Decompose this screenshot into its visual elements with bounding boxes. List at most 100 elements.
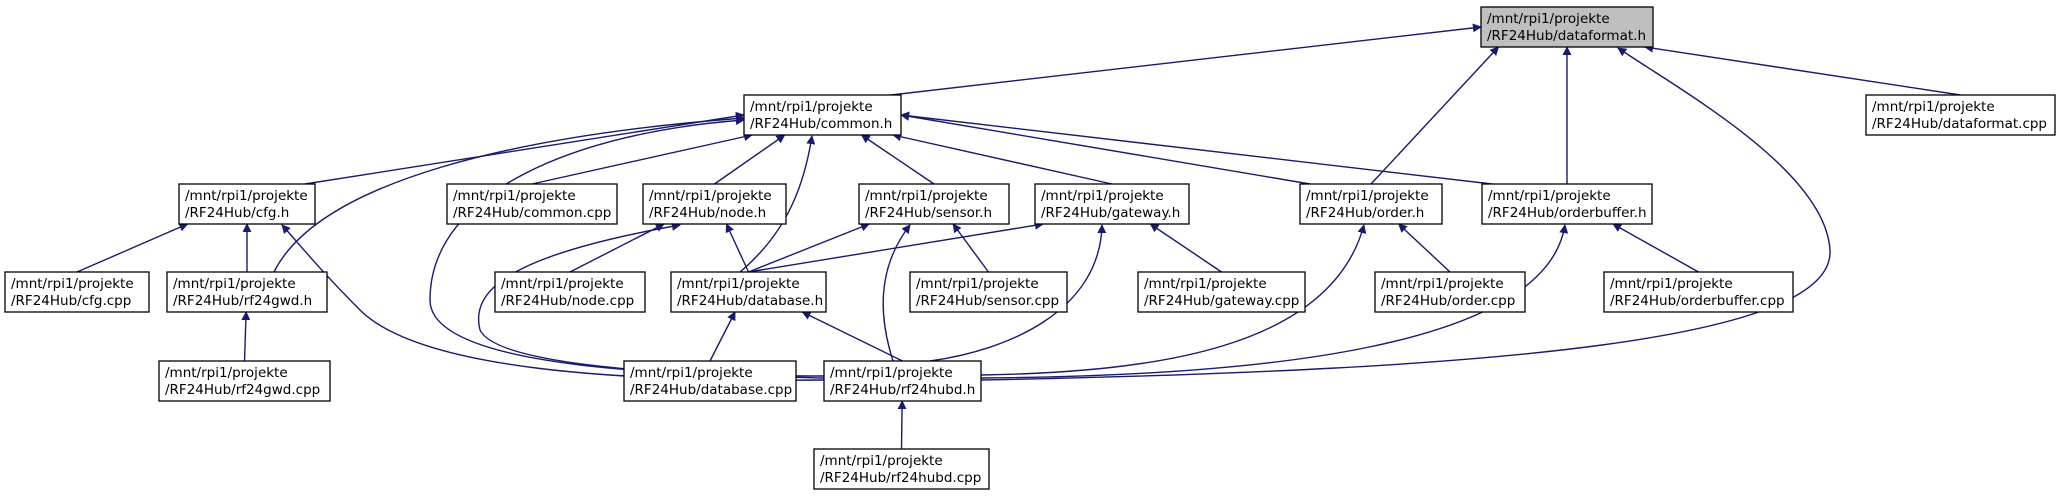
node-dataformat-h[interactable]: /mnt/rpi1/projekte/RF24Hub/dataformat.h [1480,6,1654,48]
node-node-cpp[interactable]: /mnt/rpi1/projekte/RF24Hub/node.cpp [494,271,646,313]
node-rf24gwd-h[interactable]: /mnt/rpi1/projekte/RF24Hub/rf24gwd.h [166,271,328,313]
edge-common-cpp-to-common-h [531,132,753,185]
node-label-line1: /mnt/rpi1/projekte [820,453,943,469]
edge-rf24hubd-h-to-gateway-h [929,224,1107,362]
node-cfg-h[interactable]: /mnt/rpi1/projekte/RF24Hub/cfg.h [178,183,316,225]
edge-rf24hubd-h-to-database-h [801,311,903,362]
node-label-line2: /RF24Hub/dataformat.h [1487,28,1646,44]
node-gateway-cpp[interactable]: /mnt/rpi1/projekte/RF24Hub/gateway.cpp [1137,271,1306,313]
edge-dataformat-cpp-to-dataformat-h [1644,43,1961,96]
node-database-cpp[interactable]: /mnt/rpi1/projekte/RF24Hub/database.cpp [623,360,797,402]
node-box [1374,271,1526,313]
edge-node-cpp-to-node-h [569,223,665,273]
node-box [494,271,646,313]
edge-rf24hubd-h-to-sensor-h [882,224,911,362]
edge-order-cpp-to-order-h [1397,223,1451,273]
node-label-line2: /RF24Hub/common.h [750,116,892,132]
node-label-line2: /RF24Hub/sensor.h [865,205,992,221]
node-box [813,448,990,490]
node-label-line2: /RF24Hub/order.h [1306,205,1424,221]
edge-sensor-cpp-to-sensor-h [952,223,990,273]
edge-common-h-to-dataformat-h [890,23,1482,96]
edge-rf24hubd-cpp-to-rf24hubd-h [897,400,907,450]
node-label-line2: /RF24Hub/database.h [677,293,823,309]
node-database-h[interactable]: /mnt/rpi1/projekte/RF24Hub/database.h [670,271,827,313]
node-box [158,360,331,402]
node-label-line1: /mnt/rpi1/projekte [1144,276,1267,292]
node-label-line2: /RF24Hub/gateway.cpp [1144,293,1299,309]
node-label-line1: /mnt/rpi1/projekte [1041,188,1164,204]
edge-gateway-h-to-common-h [892,132,1113,185]
node-sensor-h[interactable]: /mnt/rpi1/projekte/RF24Hub/sensor.h [858,183,1010,225]
node-box [743,94,902,136]
edge-database-h-to-gateway-h [748,220,1044,273]
node-label-line1: /mnt/rpi1/projekte [453,188,576,204]
node-gateway-h[interactable]: /mnt/rpi1/projekte/RF24Hub/gateway.h [1034,183,1190,225]
node-label-line2: /RF24Hub/orderbuffer.h [1488,205,1647,221]
node-order-cpp[interactable]: /mnt/rpi1/projekte/RF24Hub/order.cpp [1374,271,1526,313]
node-label-line2: /RF24Hub/common.cpp [453,205,611,221]
node-box [823,360,982,402]
node-box [623,360,797,402]
edge-database-h-to-common-h [739,135,816,273]
node-label-line1: /mnt/rpi1/projekte [1872,99,1995,115]
node-label-line1: /mnt/rpi1/projekte [185,188,308,204]
edge-orderbuffer-h-to-common-h [900,111,1493,185]
edge-database-cpp-to-database-h [709,311,736,362]
node-order-h[interactable]: /mnt/rpi1/projekte/RF24Hub/order.h [1299,183,1443,225]
node-cfg-cpp[interactable]: /mnt/rpi1/projekte/RF24Hub/cfg.cpp [4,271,150,313]
node-box [1480,6,1654,48]
node-box [1865,94,2056,136]
node-label-line1: /mnt/rpi1/projekte [165,365,288,381]
edge-order-h-to-dataformat-h [1370,46,1500,185]
node-label-line2: /RF24Hub/rf24hubd.cpp [820,470,981,486]
node-box [1034,183,1190,225]
node-label-line2: /RF24Hub/database.cpp [630,382,792,398]
node-label-line2: /RF24Hub/rf24gwd.h [173,293,312,309]
node-box [1299,183,1443,225]
node-sensor-cpp[interactable]: /mnt/rpi1/projekte/RF24Hub/sensor.cpp [909,271,1068,313]
node-label-line1: /mnt/rpi1/projekte [501,276,624,292]
node-box [1481,183,1653,225]
node-label-line2: /RF24Hub/gateway.h [1041,205,1180,221]
node-box [1137,271,1306,313]
edge-orderbuffer-cpp-to-orderbuffer-h [1612,223,1699,273]
node-label-line1: /mnt/rpi1/projekte [865,188,988,204]
node-box [166,271,328,313]
node-box [642,183,787,225]
node-dataformat-cpp[interactable]: /mnt/rpi1/projekte/RF24Hub/dataformat.cp… [1865,94,2056,136]
node-node-h[interactable]: /mnt/rpi1/projekte/RF24Hub/node.h [642,183,787,225]
node-orderbuffer-cpp[interactable]: /mnt/rpi1/projekte/RF24Hub/orderbuffer.c… [1603,271,1794,313]
node-label-line1: /mnt/rpi1/projekte [830,365,953,381]
node-rf24gwd-cpp[interactable]: /mnt/rpi1/projekte/RF24Hub/rf24gwd.cpp [158,360,331,402]
node-orderbuffer-h[interactable]: /mnt/rpi1/projekte/RF24Hub/orderbuffer.h [1481,183,1653,225]
node-label-line2: /RF24Hub/orderbuffer.cpp [1610,293,1785,309]
node-label-line1: /mnt/rpi1/projekte [649,188,772,204]
node-rf24hubd-cpp[interactable]: /mnt/rpi1/projekte/RF24Hub/rf24hubd.cpp [813,448,990,490]
node-label-line1: /mnt/rpi1/projekte [1381,276,1504,292]
node-common-cpp[interactable]: /mnt/rpi1/projekte/RF24Hub/common.cpp [446,183,618,225]
edge-cfg-h-to-common-h [304,111,745,185]
node-label-line2: /RF24Hub/rf24gwd.cpp [165,382,320,398]
node-label-line1: /mnt/rpi1/projekte [1610,276,1733,292]
node-label-line2: /RF24Hub/cfg.h [185,205,289,221]
node-label-line1: /mnt/rpi1/projekte [1488,188,1611,204]
node-label-line1: /mnt/rpi1/projekte [677,276,800,292]
node-label-line1: /mnt/rpi1/projekte [11,276,134,292]
edge-sensor-h-to-common-h [860,134,935,185]
edge-node-h-to-common-h [714,134,786,185]
node-rf24hubd-h[interactable]: /mnt/rpi1/projekte/RF24Hub/rf24hubd.h [823,360,982,402]
edge-gateway-cpp-to-gateway-h [1149,223,1222,273]
node-label-line2: /RF24Hub/node.cpp [501,293,634,309]
node-label-line2: /RF24Hub/cfg.cpp [11,293,131,309]
node-label-line1: /mnt/rpi1/projekte [1487,11,1610,27]
node-label-line1: /mnt/rpi1/projekte [173,276,296,292]
node-common-h[interactable]: /mnt/rpi1/projekte/RF24Hub/common.h [743,94,902,136]
edge-rf24hubd-h-to-orderbuffer-h [980,224,1569,379]
node-label-line2: /RF24Hub/node.h [649,205,766,221]
node-box [909,271,1068,313]
node-label-line2: /RF24Hub/rf24hubd.h [830,382,975,398]
edge-cfg-cpp-to-cfg-h [76,223,189,273]
